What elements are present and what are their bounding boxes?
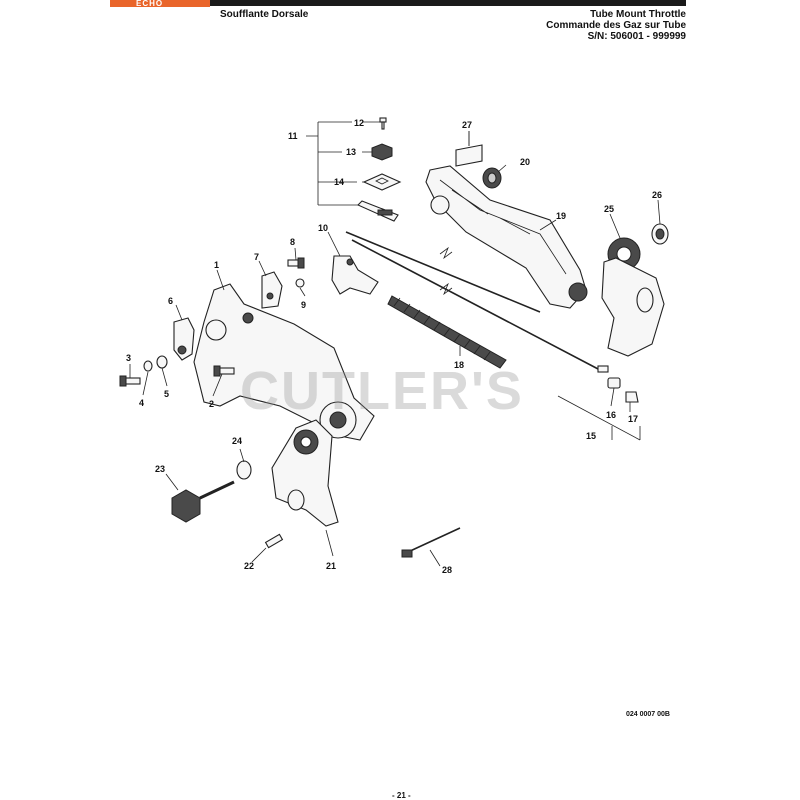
part-7-bracket bbox=[261, 271, 283, 309]
callout-7: 7 bbox=[254, 252, 259, 262]
part-19-housing bbox=[425, 165, 588, 309]
callout-21: 21 bbox=[326, 561, 336, 571]
callout-10: 10 bbox=[318, 223, 328, 233]
callout-5: 5 bbox=[164, 389, 169, 399]
page-title-block: Tube Mount Throttle Commande des Gaz sur… bbox=[546, 9, 686, 42]
callout-22: 22 bbox=[244, 561, 254, 571]
callout-17: 17 bbox=[628, 414, 638, 424]
part-8-screw bbox=[287, 257, 305, 269]
part-14-plate bbox=[362, 173, 402, 191]
callout-3: 3 bbox=[126, 353, 131, 363]
callout-14: 14 bbox=[334, 177, 344, 187]
part-10-trigger bbox=[331, 255, 379, 295]
part-16-ferrule bbox=[607, 377, 621, 389]
part-28-cable-tie bbox=[401, 527, 461, 558]
callout-1: 1 bbox=[214, 260, 219, 270]
callout-9: 9 bbox=[301, 300, 306, 310]
callout-28: 28 bbox=[442, 565, 452, 575]
page-number: - 21 - bbox=[392, 791, 411, 800]
part-6-lever bbox=[173, 317, 195, 361]
part-3-screw bbox=[119, 375, 141, 387]
brand-logo: ECHO bbox=[110, 0, 210, 7]
callout-15: 15 bbox=[586, 431, 596, 441]
callout-8: 8 bbox=[290, 237, 295, 247]
callout-23: 23 bbox=[155, 464, 165, 474]
bracket-15-lead bbox=[557, 395, 641, 441]
callout-16: 16 bbox=[606, 410, 616, 420]
serial-range: S/N: 506001 - 999999 bbox=[587, 31, 686, 42]
callout-6: 6 bbox=[168, 296, 173, 306]
part-17-end bbox=[625, 391, 639, 403]
callout-12: 12 bbox=[354, 118, 364, 128]
callout-27: 27 bbox=[462, 120, 472, 130]
part-9-nut bbox=[295, 278, 305, 288]
callout-18: 18 bbox=[454, 360, 464, 370]
part-24-washer bbox=[236, 460, 252, 480]
part-4-washer bbox=[143, 360, 153, 372]
callout-25: 25 bbox=[604, 204, 614, 214]
callout-24: 24 bbox=[232, 436, 242, 446]
brand-logo-text: ECHO bbox=[136, 0, 164, 7]
part-25-gear-bracket bbox=[601, 237, 665, 357]
title-line-2: Commande des Gaz sur Tube bbox=[546, 20, 686, 31]
watermark: CUTLER'S bbox=[240, 361, 524, 421]
drawing-number: 024 0007 00B bbox=[626, 711, 670, 718]
part-23-knob bbox=[171, 480, 235, 523]
part-1-handle bbox=[193, 283, 375, 441]
callout-19: 19 bbox=[556, 211, 566, 221]
part-22-screw bbox=[264, 533, 284, 549]
part-20-grommet bbox=[482, 167, 502, 189]
callout-leaders bbox=[129, 121, 661, 567]
part-2-screw bbox=[213, 365, 235, 377]
part-11-lever bbox=[357, 200, 399, 222]
part-26-cap bbox=[651, 223, 669, 245]
callout-4: 4 bbox=[139, 398, 144, 408]
part-21-clamp bbox=[271, 419, 339, 527]
part-5-washer bbox=[156, 355, 168, 369]
throttle-cable bbox=[345, 231, 609, 373]
callout-20: 20 bbox=[520, 157, 530, 167]
callout-13: 13 bbox=[346, 147, 356, 157]
part-18-spring bbox=[387, 295, 507, 369]
header-bar bbox=[130, 0, 686, 6]
page-title-french: Soufflante Dorsale bbox=[220, 9, 309, 20]
bracket-11 bbox=[306, 121, 360, 206]
part-12-screw bbox=[379, 117, 387, 130]
callout-11: 11 bbox=[288, 131, 298, 141]
title-line-1: Tube Mount Throttle bbox=[590, 9, 686, 20]
part-13-block bbox=[371, 143, 393, 161]
callout-26: 26 bbox=[652, 190, 662, 200]
callout-2: 2 bbox=[209, 399, 214, 409]
